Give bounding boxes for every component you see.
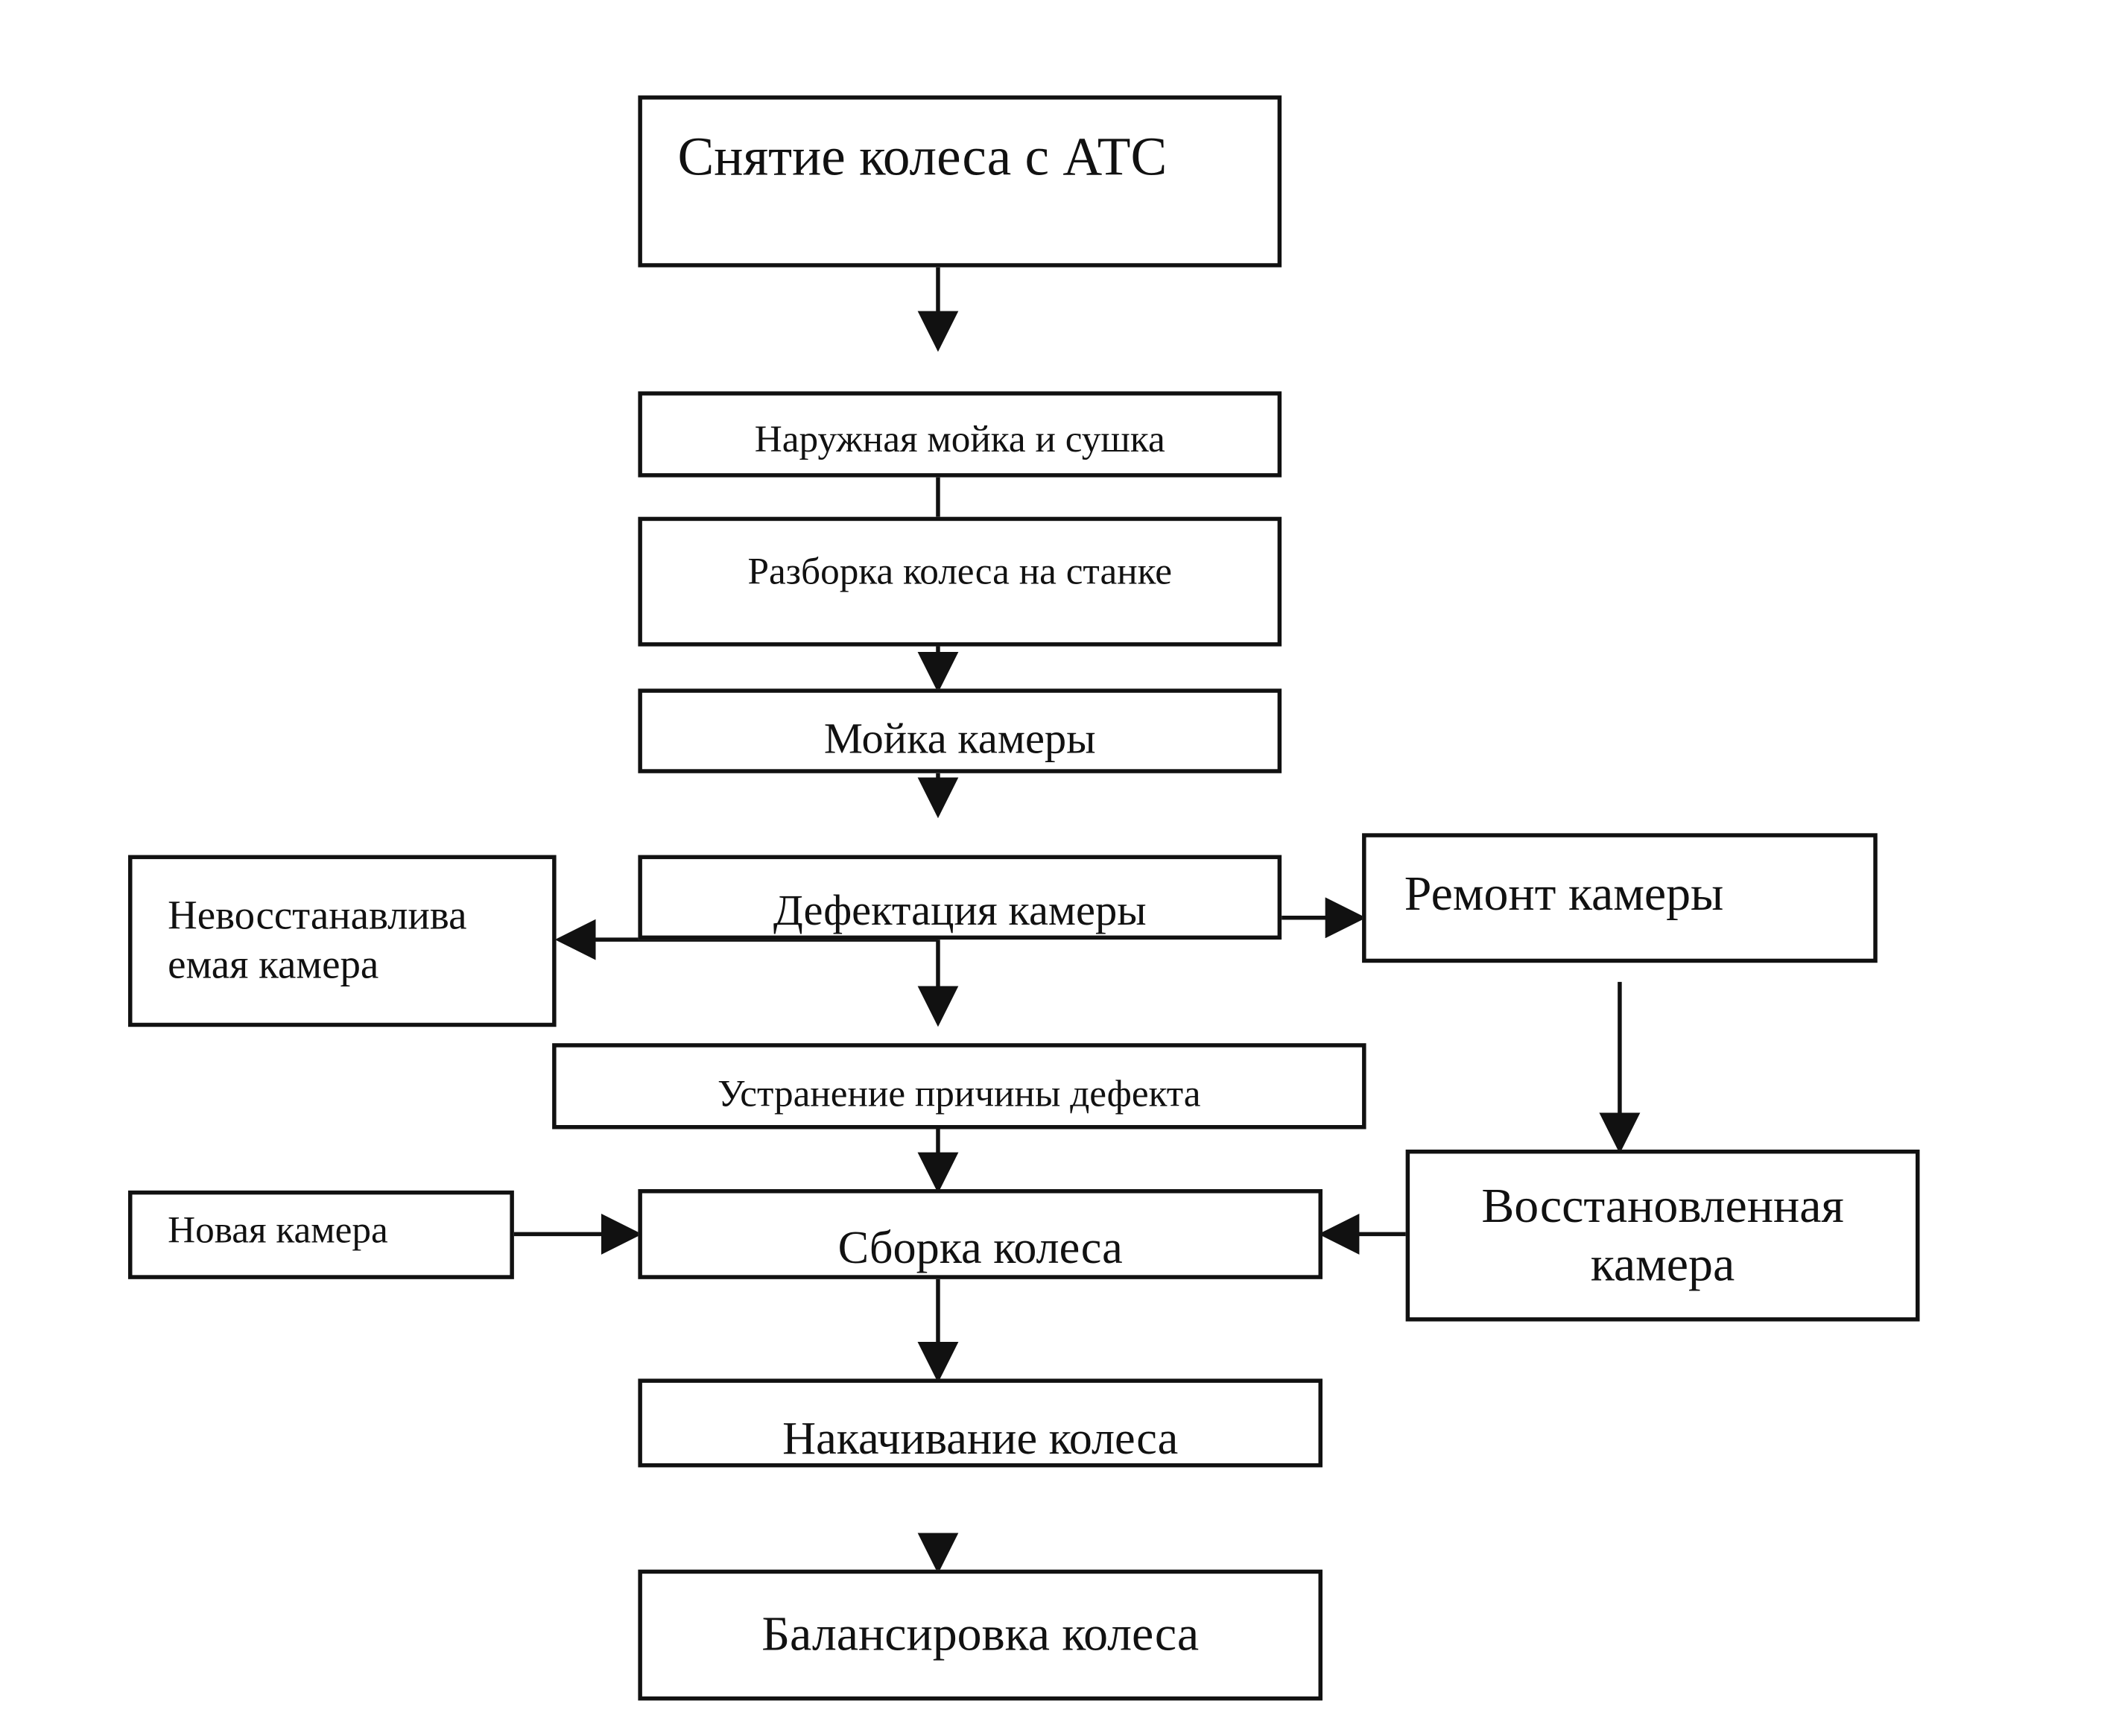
node-outer-wash: Наружная мойка и сушка xyxy=(638,391,1282,478)
node-inflation: Накачивание колеса xyxy=(638,1378,1323,1468)
node-tube-wash: Мойка камеры xyxy=(638,688,1282,773)
node-disassembly-label: Разборка колеса на станке xyxy=(747,550,1172,593)
node-assembly: Сборка колеса xyxy=(638,1189,1323,1279)
node-non-repairable-label: Невосстанавлива емая камера xyxy=(168,893,467,988)
node-inflation-label: Накачивание колеса xyxy=(782,1414,1179,1465)
node-balancing-label: Балансировка колеса xyxy=(761,1606,1200,1662)
node-remove-wheel: Снятие колеса с АТС xyxy=(638,95,1282,267)
node-defect-inspection: Дефектация камеры xyxy=(638,855,1282,940)
node-restored-tube: Восстановленная камера xyxy=(1405,1149,1920,1322)
node-tube-repair-label: Ремонт камеры xyxy=(1404,866,1724,921)
node-non-repairable: Невосстанавлива емая камера xyxy=(128,855,557,1027)
node-assembly-label: Сборка колеса xyxy=(837,1223,1123,1273)
node-new-tube-label: Новая камера xyxy=(168,1209,388,1252)
node-tube-wash-label: Мойка камеры xyxy=(823,712,1096,762)
node-tube-repair: Ремонт камеры xyxy=(1362,833,1878,963)
node-outer-wash-label: Наружная мойка и сушка xyxy=(754,418,1165,461)
node-defect-inspection-label: Дефектация камеры xyxy=(773,884,1147,934)
node-disassembly: Разборка колеса на станке xyxy=(638,516,1282,647)
node-balancing: Балансировка колеса xyxy=(638,1569,1323,1701)
node-fix-cause-label: Устранение причины дефекта xyxy=(718,1072,1201,1115)
node-remove-wheel-label: Снятие колеса с АТС xyxy=(677,125,1168,187)
node-new-tube: Новая камера xyxy=(128,1190,514,1279)
node-fix-cause: Устранение причины дефекта xyxy=(552,1043,1366,1130)
node-restored-tube-label: Восстановленная камера xyxy=(1481,1178,1844,1292)
